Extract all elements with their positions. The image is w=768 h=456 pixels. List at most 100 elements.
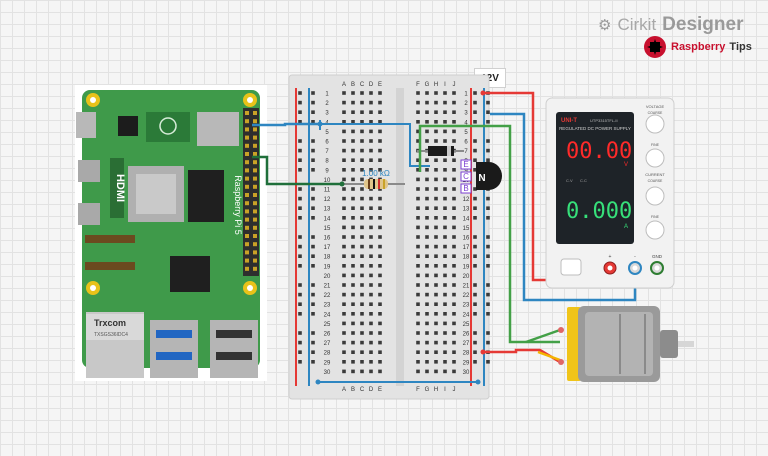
breadboard-hole[interactable] [416,360,420,364]
breadboard-hole[interactable] [369,129,373,134]
breadboard-hole[interactable] [351,283,355,287]
breadboard-hole[interactable] [452,273,456,278]
breadboard-hole[interactable] [443,273,447,278]
rail-hole[interactable] [486,331,490,335]
dc-motor[interactable] [558,306,694,382]
rail-hole[interactable] [298,302,302,306]
breadboard-hole[interactable] [360,148,364,153]
motor-terminal[interactable] [558,359,564,365]
rail-hole[interactable] [298,235,302,239]
breadboard-hole[interactable] [452,225,456,230]
breadboard-hole[interactable] [434,225,438,230]
rail-hole[interactable] [486,340,490,345]
breadboard-hole[interactable] [443,120,447,124]
breadboard-hole[interactable] [342,283,346,287]
breadboard-hole[interactable] [378,312,382,316]
gpio-pin[interactable] [253,111,257,115]
rail-hole[interactable] [311,312,315,316]
gpio-pin[interactable] [253,184,257,189]
breadboard-hole[interactable] [416,369,420,374]
breadboard-hole[interactable] [378,254,382,258]
breadboard-hole[interactable] [369,139,373,143]
breadboard-hole[interactable] [416,312,420,316]
breadboard-hole[interactable] [369,235,373,239]
breadboard-hole[interactable] [351,216,355,220]
breadboard-hole[interactable] [351,187,355,191]
gpio-pin[interactable] [253,217,257,222]
wire-pi-gnd[interactable] [252,122,320,127]
breadboard-hole[interactable] [369,91,373,95]
gpio-pin[interactable] [245,242,249,247]
gpio-pin[interactable] [245,152,249,156]
breadboard-hole[interactable] [443,158,447,162]
breadboard-hole[interactable] [360,244,364,249]
rail-hole[interactable] [486,158,490,162]
rail-hole[interactable] [486,196,490,201]
rail-hole[interactable] [311,148,315,153]
rail-hole[interactable] [486,292,490,297]
breadboard-hole[interactable] [369,340,373,345]
breadboard-hole[interactable] [434,168,438,172]
gpio-pin[interactable] [253,127,257,132]
breadboard-hole[interactable] [351,244,355,249]
breadboard-hole[interactable] [416,206,420,210]
breadboard-hole[interactable] [452,292,456,297]
rail-hole[interactable] [473,292,477,297]
breadboard-hole[interactable] [434,158,438,162]
breadboard-hole[interactable] [360,129,364,134]
breadboard-hole[interactable] [416,264,420,268]
breadboard-hole[interactable] [360,283,364,287]
breadboard-hole[interactable] [360,360,364,364]
gpio-pin[interactable] [253,258,257,263]
breadboard-hole[interactable] [369,292,373,297]
breadboard-hole[interactable] [378,360,382,364]
breadboard-hole[interactable] [351,168,355,172]
breadboard-hole[interactable] [416,110,420,114]
breadboard-hole[interactable] [360,340,364,345]
breadboard-hole[interactable] [342,312,346,316]
psu-power-button[interactable] [560,258,582,276]
breadboard-hole[interactable] [416,350,420,354]
breadboard-hole[interactable] [378,302,382,306]
breadboard-hole[interactable] [369,216,373,220]
rail-hole[interactable] [473,350,477,354]
breadboard-hole[interactable] [342,196,346,201]
breadboard-hole[interactable] [434,254,438,258]
rail-hole[interactable] [298,350,302,354]
rail-hole[interactable] [473,254,477,258]
rail-hole[interactable] [473,244,477,249]
rail-hole[interactable] [311,216,315,220]
breadboard-hole[interactable] [425,273,429,278]
breadboard-hole[interactable] [369,244,373,249]
breadboard-hole[interactable] [452,120,456,124]
breadboard-hole[interactable] [360,206,364,210]
breadboard-hole[interactable] [351,225,355,230]
breadboard-hole[interactable] [416,302,420,306]
breadboard-hole[interactable] [378,244,382,249]
breadboard-hole[interactable] [443,254,447,258]
breadboard-hole[interactable] [416,235,420,239]
breadboard-hole[interactable] [351,110,355,114]
rail-hole[interactable] [473,100,477,105]
breadboard-hole[interactable] [351,148,355,153]
rail-hole[interactable] [311,139,315,143]
breadboard-hole[interactable] [351,196,355,201]
breadboard-hole[interactable] [416,168,420,172]
gpio-pin[interactable] [245,127,249,132]
breadboard-hole[interactable] [351,139,355,143]
gpio-pin[interactable] [245,111,249,115]
rail-hole[interactable] [311,283,315,287]
rail-hole[interactable] [473,283,477,287]
gpio-pin[interactable] [253,152,257,156]
breadboard-hole[interactable] [443,225,447,230]
rail-hole[interactable] [298,91,302,95]
breadboard-hole[interactable] [369,120,373,124]
breadboard-hole[interactable] [378,91,382,95]
breadboard-hole[interactable] [342,321,346,326]
rail-hole[interactable] [298,120,302,124]
breadboard-hole[interactable] [443,264,447,268]
breadboard-hole[interactable] [360,331,364,335]
breadboard-hole[interactable] [443,312,447,316]
rail-hole[interactable] [311,168,315,172]
breadboard-hole[interactable] [425,158,429,162]
